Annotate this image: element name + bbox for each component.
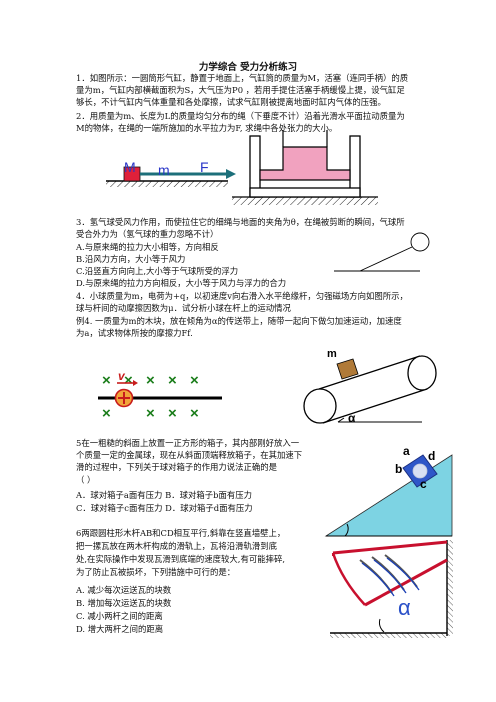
q3-line-1: 3．氢气球受风力作用，而使拉住它的细绳与地面的夹角为θ，在绳被剪断的瞬间，气球所 [76, 217, 405, 227]
q6-line-1: 6两跟圆柱形木杆AB和CD相互平行,斜靠在竖直墙壁上， [76, 528, 286, 538]
q3-option-b: B.沿风力方向，大小等于风力 [76, 254, 186, 264]
q6-option-d: D. 增大两杆之间的距离 [76, 624, 164, 634]
svg-text:×: × [102, 372, 111, 389]
tiles [359, 554, 418, 594]
svg-text:×: × [102, 405, 111, 422]
belt-bottom [322, 388, 428, 424]
q3-option-c: C.沿竖直方向向上,大小等于气球所受的浮力 [76, 266, 239, 276]
q4-line-1: 4．小球质量为m，电荷为+q，以初速度v向右滑入水平绝缘杆，匀强磁场方向如图所示… [76, 291, 408, 301]
q1-line-1: 1．如图所示：一圆筒形气缸，静置于地面上，气缸筒的质量为M，活塞（连同手柄）的质 [76, 73, 409, 83]
label-v: v [118, 369, 126, 383]
label-m-block: m [327, 348, 337, 360]
string [359, 246, 413, 272]
label-M: M [124, 159, 136, 175]
q6-option-c: C. 减小两杆之间的距离 [76, 611, 163, 621]
q5-options-ab: A．球对箱子a面有压力 B．球对箱子b面有压力 [76, 490, 252, 500]
svg-text:×: × [168, 405, 177, 422]
balloon [410, 232, 430, 252]
angle-mark [337, 417, 345, 423]
svg-text:×: × [146, 372, 155, 389]
velocity-arrowhead [133, 380, 138, 386]
figure-magnetic-field: × × × × × × × × × v [98, 369, 222, 422]
q3-line-2: 受合外力为（氢气球的重力忽略不计） [76, 229, 219, 239]
belt-top [318, 355, 421, 390]
q5-line-3: 滑的过程中，下列关于球对箱子的作用力说法正确的是 [76, 462, 277, 472]
document-title: 力学综合 受力分析练习 [198, 62, 298, 73]
label-alpha-rails: α [398, 595, 411, 620]
q4-line-2: 球与杆间的动摩擦因数为μ．试分析小球在杆上的运动情况 [76, 303, 291, 313]
q2-line-2: M的物体，在绳的一端所施加的水平拉力为F, 求绳中各处张力的大小。 [76, 123, 338, 133]
floor-hatch [330, 633, 448, 638]
incline [324, 454, 453, 537]
figure-conveyor: m α [303, 348, 437, 425]
piston [259, 146, 351, 181]
figure-incline-box: a b c d [324, 444, 453, 537]
metal-ball [412, 463, 428, 479]
figure-rails-wall: α [330, 540, 453, 638]
figure-cylinder-piston [232, 130, 378, 205]
svg-text:×: × [124, 372, 133, 389]
rail-cd [364, 558, 448, 607]
rail-curve [331, 552, 366, 606]
q1-line-2: 量为m，气缸内部横截面积为S，大气压为P0 ，若用手提住活塞手柄缓慢上提，设气缸… [76, 85, 405, 95]
force-arrow [226, 169, 236, 179]
q5-line-1: 5在一粗糙的斜面上放置一正方形的箱子，其内部刚好放入一 [76, 438, 300, 448]
rail-ab [332, 540, 448, 555]
svg-text:×: × [190, 405, 199, 422]
base-hatch [232, 197, 378, 205]
q6-option-a: A. 减少每次运送瓦的块数 [76, 585, 172, 595]
ex4-line-2: 为a，试求物体所按的摩擦力Ff. [76, 328, 193, 338]
figure-balloon [334, 232, 430, 272]
svg-text:×: × [146, 405, 155, 422]
rail-angle-arc [379, 618, 385, 633]
q2-line-1: 2．用质量为m、长度为L的质量均匀分布的绳（下垂度不计）沿着光滑水平面拉动质量为 [76, 111, 405, 121]
tile-shadows [361, 557, 420, 597]
field-marks-bottom: × × × × [102, 405, 199, 422]
label-face-d: d [428, 449, 435, 463]
q6-line-3: 处,在实际操作中发现瓦滑到底端的速度较大,有可能摔碎, [76, 554, 285, 564]
ground-hatch [106, 181, 228, 187]
wall-hatch [447, 540, 453, 636]
label-alpha-conveyor: α [348, 411, 356, 425]
label-face-c: c [420, 477, 427, 491]
q5-line-4: （ ） [76, 475, 96, 485]
q6-line-2: 把一摞瓦放在两木杆构成的滑轨上，瓦将沿滑轨滑到底 [76, 541, 277, 551]
q5-options-cd: C．球对箱子c面有压力 D．球对箱子d面有压力 [76, 503, 253, 513]
q6-option-b: B. 增加每次运送瓦的块数 [76, 598, 172, 608]
pulley-left [303, 388, 337, 424]
label-face-a: a [403, 444, 410, 458]
pulley-right [407, 355, 437, 391]
wood-block [336, 358, 359, 380]
svg-text:×: × [190, 372, 199, 389]
figure-block-rope: M m F [106, 159, 236, 187]
cylinder-bottom [249, 187, 361, 198]
ex4-line-1: 例4. 一质量为m的木块，放在倾角为α的传送带上，随带一起向下做匀加速运动，加速… [76, 316, 402, 326]
incline-angle-arc [344, 523, 349, 537]
svg-text:×: × [168, 372, 177, 389]
label-m: m [158, 162, 170, 178]
label-F: F [200, 159, 209, 175]
field-marks-top: × × × × × [102, 372, 199, 389]
q3-option-a: A.与原来绳的拉力大小相等，方向相反 [76, 242, 219, 252]
q6-line-4: 为了防止瓦被损坏，下列措施中可行的是： [76, 567, 236, 577]
q5-line-2: 个质量一定的金属球，现在从斜面顶端释放箱子，在其加速下 [76, 450, 303, 460]
label-face-b: b [395, 462, 402, 476]
q1-line-3: 够长，不计气缸内气体重量和各处摩擦，试求气缸刚被提离地面时缸内气体的压强。 [76, 97, 386, 107]
q3-option-d: D.与原来绳的拉力方向相反，大小等于风力与浮力的合力 [76, 278, 287, 288]
